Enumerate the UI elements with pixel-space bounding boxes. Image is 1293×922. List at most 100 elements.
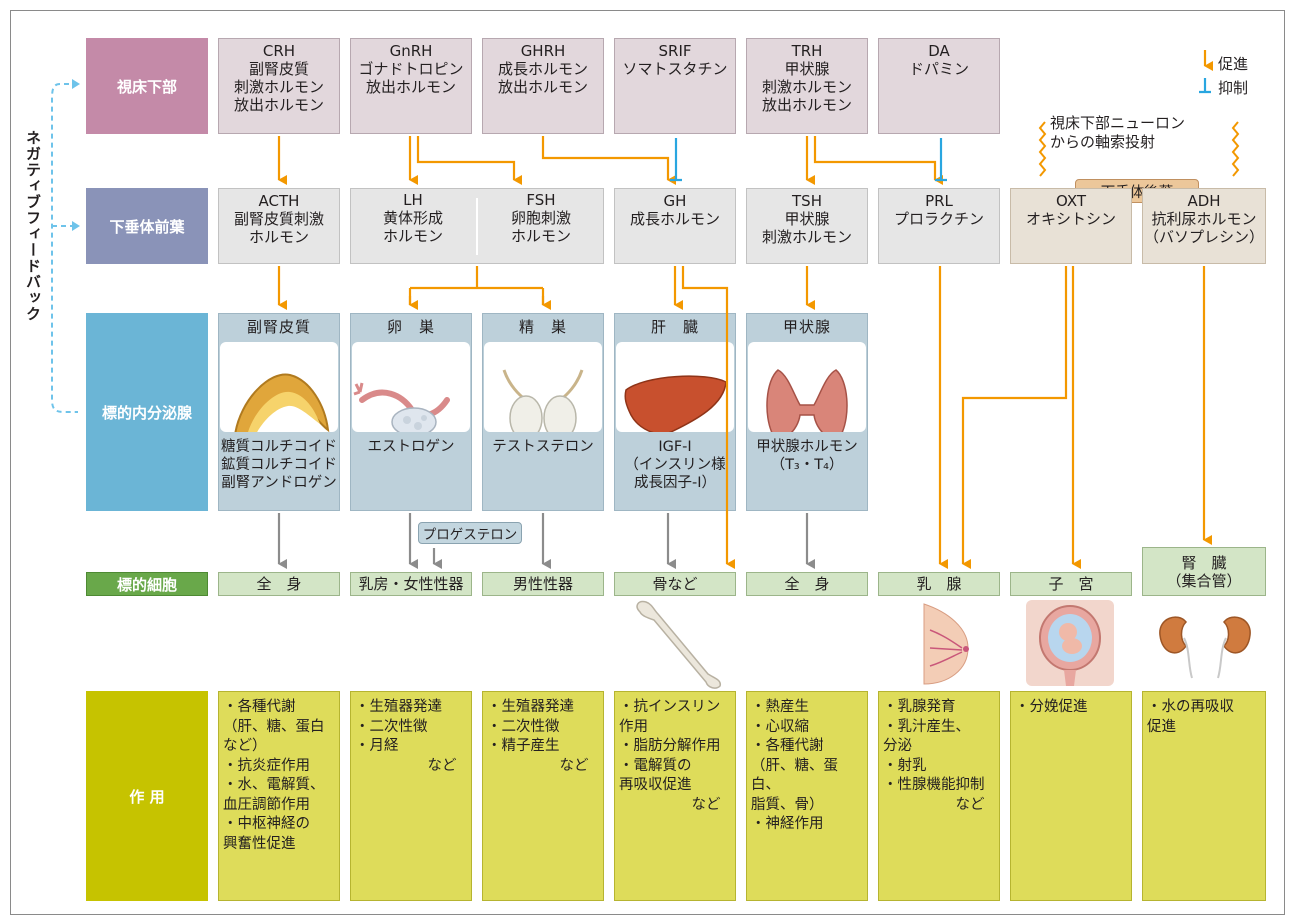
hormone-abbr: FSH bbox=[526, 191, 556, 209]
hormone-abbr: SRIF bbox=[658, 42, 692, 60]
inhibit-srif-gh bbox=[670, 138, 682, 182]
action-adrenal: ・各種代謝 （肝、糖、蛋白 など） ・抗炎症作用 ・水、電解質、 血圧調節作用 … bbox=[218, 691, 340, 901]
hormone-abbr: LH bbox=[403, 191, 423, 209]
hormone-name: 甲状腺 刺激ホルモン 放出ホルモン bbox=[761, 60, 852, 114]
gland-name: 精 巣 bbox=[518, 318, 567, 336]
gland-name: 肝 臓 bbox=[650, 318, 699, 336]
hormone-name: ドパミン bbox=[908, 60, 969, 78]
hormone-abbr: ADH bbox=[1187, 192, 1221, 210]
gland-name: 副腎皮質 bbox=[246, 318, 311, 336]
gland-hormones: IGF-I （インスリン様 成長因子-I） bbox=[624, 439, 726, 491]
hormone-name: オキシトシン bbox=[1025, 210, 1116, 228]
arrow-trh-prl bbox=[813, 136, 943, 185]
hormone-name: ゴナドトロピン 放出ホルモン bbox=[358, 60, 464, 96]
hormone-name: 副腎皮質刺激 ホルモン bbox=[233, 210, 324, 246]
inhibit-da-prl bbox=[935, 138, 947, 182]
testis-icon bbox=[484, 342, 602, 432]
legend-promote-label: 促進 bbox=[1218, 55, 1249, 73]
gland-testis: 精 巣 テストステロン bbox=[482, 313, 604, 511]
hormone-abbr: TRH bbox=[791, 42, 823, 60]
gland-liver: 肝 臓 IGF-I （インスリン様 成長因子-I） bbox=[614, 313, 736, 511]
action-gh: ・抗インスリン 作用 ・脂肪分解作用 ・電解質の 再吸収促進 など bbox=[614, 691, 736, 901]
diagram-frame bbox=[10, 10, 1285, 915]
liver-icon bbox=[616, 342, 734, 432]
gland-hormones: エストロゲン bbox=[367, 439, 455, 455]
cell-male-genitals: 男性性器 bbox=[482, 572, 604, 596]
action-thyroid: ・熱産生 ・心収縮 ・各種代謝 （肝、糖、蛋白、 脂質、骨） ・神経作用 bbox=[746, 691, 868, 901]
progesterone-label: プロゲステロン bbox=[418, 522, 522, 544]
legend-inhibit-bar bbox=[1199, 78, 1211, 94]
hormone-name: 黄体形成 ホルモン bbox=[382, 209, 443, 245]
action-ovary: ・生殖器発達 ・二次性徴 ・月経 など bbox=[350, 691, 472, 901]
uterus-icon bbox=[1024, 598, 1116, 688]
hormone-abbr: ACTH bbox=[258, 192, 300, 210]
hormone-abbr: DA bbox=[928, 42, 950, 60]
arrow-oxt-mammary bbox=[961, 266, 1068, 569]
hormone-abbr: GnRH bbox=[389, 42, 433, 60]
arrow-ghrh-gh bbox=[541, 136, 676, 185]
hormone-name: 副腎皮質 刺激ホルモン 放出ホルモン bbox=[233, 60, 324, 114]
action-testis: ・生殖器発達 ・二次性徴 ・精子産生 など bbox=[482, 691, 604, 901]
gland-hormones: 甲状腺ホルモン （T₃・T₄） bbox=[756, 439, 858, 473]
gland-adrenal-cortex: 副腎皮質 糖質コルチコイド 鉱質コルチコイド 副腎アンドロゲン bbox=[218, 313, 340, 511]
hormone-name: 抗利尿ホルモン （バソプレシン） bbox=[1143, 210, 1264, 246]
arrow-gnrh-fsh bbox=[416, 136, 522, 185]
hormone-abbr: GHRH bbox=[520, 42, 566, 60]
breast-icon bbox=[918, 600, 974, 688]
cell-whole-body-2: 全 身 bbox=[746, 572, 868, 596]
hormone-name: 成長ホルモン 放出ホルモン bbox=[497, 60, 588, 96]
row-label-hypothalamus: 視床下部 bbox=[86, 38, 208, 134]
hormone-abbr: TSH bbox=[792, 192, 822, 210]
axon-projection-text: 視床下部ニューロン からの軸索投射 bbox=[1050, 114, 1186, 151]
cell-breast-female-genitals: 乳房・女性性器 bbox=[350, 572, 472, 596]
gland-name: 卵 巣 bbox=[386, 318, 435, 336]
kidney-icon bbox=[1150, 610, 1260, 680]
adrenal-icon bbox=[220, 342, 338, 432]
hormone-abbr: CRH bbox=[262, 42, 296, 60]
gland-hormones: テストステロン bbox=[492, 439, 594, 455]
row-label-target-cells: 標的細胞 bbox=[86, 572, 208, 596]
hormone-name: ソマトスタチン bbox=[622, 60, 728, 78]
action-oxytocin: ・分娩促進 bbox=[1010, 691, 1132, 901]
hormone-name: プロラクチン bbox=[893, 210, 984, 228]
arrow-lhfsh-branch bbox=[408, 266, 545, 305]
cell-kidney: 腎 臓 （集合管） bbox=[1142, 547, 1266, 596]
cell-whole-body-1: 全 身 bbox=[218, 572, 340, 596]
ovary-icon bbox=[352, 342, 470, 432]
action-adh: ・水の再吸収 促進 bbox=[1142, 691, 1266, 901]
cell-uterus: 子 宮 bbox=[1010, 572, 1132, 596]
hormone-abbr: PRL bbox=[925, 192, 953, 210]
legend-inhibit-label: 抑制 bbox=[1218, 79, 1249, 97]
hormone-abbr: GH bbox=[663, 192, 687, 210]
row-label-actions: 作 用 bbox=[86, 691, 208, 901]
action-prolactin: ・乳腺発育 ・乳汁産生、 分泌 ・射乳 ・性腺機能抑制 など bbox=[878, 691, 1000, 901]
cell-bone: 骨など bbox=[614, 572, 736, 596]
gland-name: 甲状腺 bbox=[782, 318, 831, 336]
feedback-dashed-line bbox=[51, 83, 78, 413]
cell-mammary-gland: 乳 腺 bbox=[878, 572, 1000, 596]
hormone-abbr: OXT bbox=[1055, 192, 1087, 210]
bone-icon bbox=[628, 598, 728, 690]
gland-hormones: 糖質コルチコイド 鉱質コルチコイド 副腎アンドロゲン bbox=[221, 439, 337, 491]
row-label-anterior-pituitary: 下垂体前葉 bbox=[86, 188, 208, 264]
zigzag-left bbox=[1038, 121, 1047, 177]
negative-feedback-label: ネガティブフィードバック bbox=[24, 130, 42, 322]
zigzag-right bbox=[1231, 121, 1240, 177]
hormone-name: 甲状腺 刺激ホルモン bbox=[761, 210, 852, 246]
